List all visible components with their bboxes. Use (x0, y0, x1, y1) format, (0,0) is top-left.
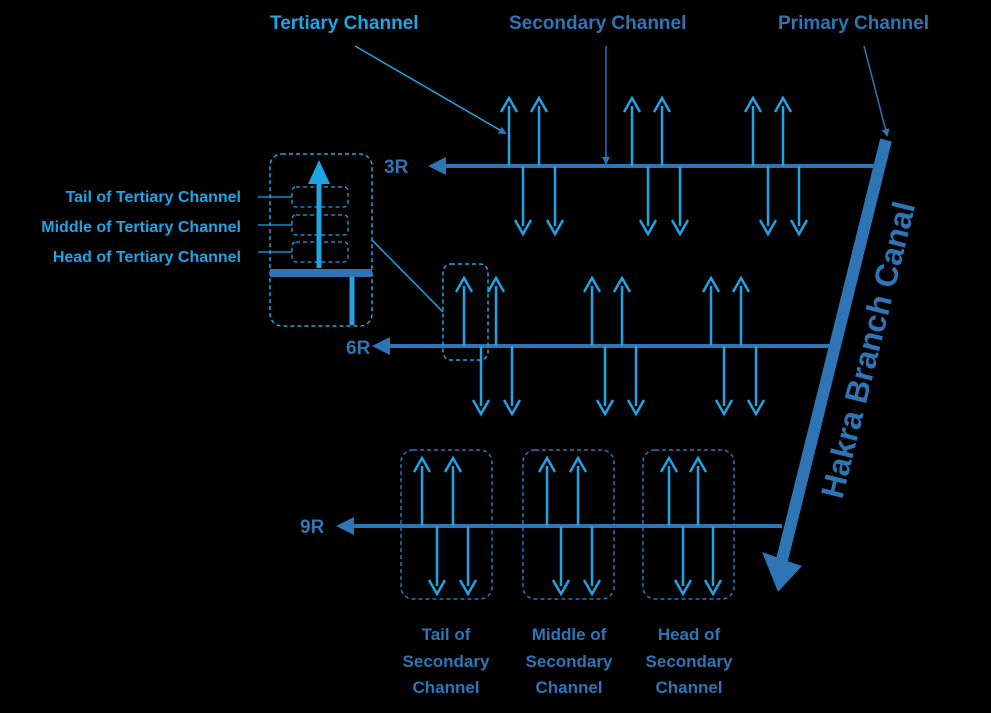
tertiary-down-3r-0-arrowhead (513, 219, 533, 237)
head-segment-label-line2: Secondary (646, 652, 733, 671)
head-segment-label-line3: Channel (655, 678, 722, 697)
tertiary-down-3r-5-arrowhead (789, 219, 809, 237)
tertiary-down-6r-5-arrowhead (746, 399, 766, 417)
zoom-connector-line (371, 239, 444, 313)
tertiary-down-9r-5-arrowhead (703, 579, 723, 597)
tertiary-up-3r-3-arrowhead (652, 95, 672, 113)
tail-segment-label-line1: Tail of (422, 625, 471, 644)
channel-label-3r: 3R (384, 157, 409, 178)
tail-segment-label-line3: Channel (412, 678, 479, 697)
tertiary-up-3r-4-arrowhead (743, 95, 763, 113)
tertiary-channel-label: Tertiary Channel (270, 13, 419, 34)
tertiary-up-9r-1-arrowhead (443, 455, 463, 473)
tertiary-up-3r-5-arrowhead (773, 95, 793, 113)
tertiary-down-3r-4-arrowhead (758, 219, 778, 237)
tertiary-down-9r-1-arrowhead (458, 579, 478, 597)
tertiary-up-9r-4-arrowhead (659, 455, 679, 473)
channel-label-9r: 9R (300, 517, 325, 538)
channel-label-6r: 6R (346, 338, 371, 359)
head-segment-label-line1: Head of (658, 625, 721, 644)
middle-segment-label-line1: Middle of (532, 625, 607, 644)
tertiary-channels (412, 95, 809, 597)
middle-segment-box (522, 449, 615, 600)
primary-canal (762, 138, 892, 592)
tertiary-up-6r-0-arrowhead (454, 275, 474, 293)
tertiary-up-6r-5-arrowhead (731, 275, 751, 293)
primary-canal-shaft (776, 138, 892, 562)
secondary-channel-3r-arrowhead (428, 157, 446, 175)
secondary-channel-label: Secondary Channel (509, 13, 686, 34)
inset-tertiary-arrowhead (308, 160, 330, 184)
tertiary-up-6r-3-arrowhead (612, 275, 632, 293)
head-tertiary-label: Head of Tertiary Channel (53, 249, 241, 266)
tertiary-down-9r-0-arrowhead (427, 579, 447, 597)
secondary-channel-9r-arrowhead (336, 517, 354, 535)
tail-tertiary-label: Tail of Tertiary Channel (66, 189, 241, 206)
tail-segment-box (400, 449, 493, 600)
tertiary-up-6r-1-arrowhead (486, 275, 506, 293)
head-segment-box (642, 449, 735, 600)
primary-canal-arrowhead (762, 552, 802, 592)
tertiary-down-9r-3-arrowhead (582, 579, 602, 597)
tertiary-down-6r-2-arrowhead (595, 399, 615, 417)
tertiary-down-9r-4-arrowhead (673, 579, 693, 597)
secondary-channel-6r-arrowhead (372, 337, 390, 355)
inset-frame (269, 153, 373, 327)
tertiary-up-6r-4-arrowhead (701, 275, 721, 293)
tail-segment-label-line2: Secondary (403, 652, 490, 671)
middle-segment-label-line2: Secondary (526, 652, 613, 671)
tertiary-up-9r-2-arrowhead (537, 455, 557, 473)
tertiary-down-3r-2-arrowhead (638, 219, 658, 237)
tertiary-up-6r-2-arrowhead (582, 275, 602, 293)
tertiary-down-3r-3-arrowhead (670, 219, 690, 237)
tertiary-down-9r-2-arrowhead (551, 579, 571, 597)
primary-channel-label: Primary Channel (778, 13, 929, 34)
legend-pointers (354, 45, 890, 165)
tertiary-up-3r-1-arrowhead (529, 95, 549, 113)
tertiary-up-3r-2-arrowhead (622, 95, 642, 113)
tertiary-down-6r-3-arrowhead (626, 399, 646, 417)
tertiary-up-3r-0-arrowhead (499, 95, 519, 113)
tertiary-down-6r-4-arrowhead (714, 399, 734, 417)
tertiary-down-3r-1-arrowhead (545, 219, 565, 237)
middle-tertiary-label: Middle of Tertiary Channel (41, 219, 241, 236)
tertiary-down-6r-1-arrowhead (502, 399, 522, 417)
tertiary-up-9r-3-arrowhead (568, 455, 588, 473)
tertiary-up-9r-5-arrowhead (688, 455, 708, 473)
tertiary-pointer-line (354, 45, 507, 135)
middle-segment-label-line3: Channel (535, 678, 602, 697)
primary-pointer-line (863, 45, 890, 137)
tertiary-detail-inset (258, 153, 373, 327)
tertiary-down-6r-0-arrowhead (471, 399, 491, 417)
tertiary-highlight-box (442, 263, 489, 361)
tertiary-up-9r-0-arrowhead (412, 455, 432, 473)
secondary-segment-boxes (400, 449, 735, 600)
